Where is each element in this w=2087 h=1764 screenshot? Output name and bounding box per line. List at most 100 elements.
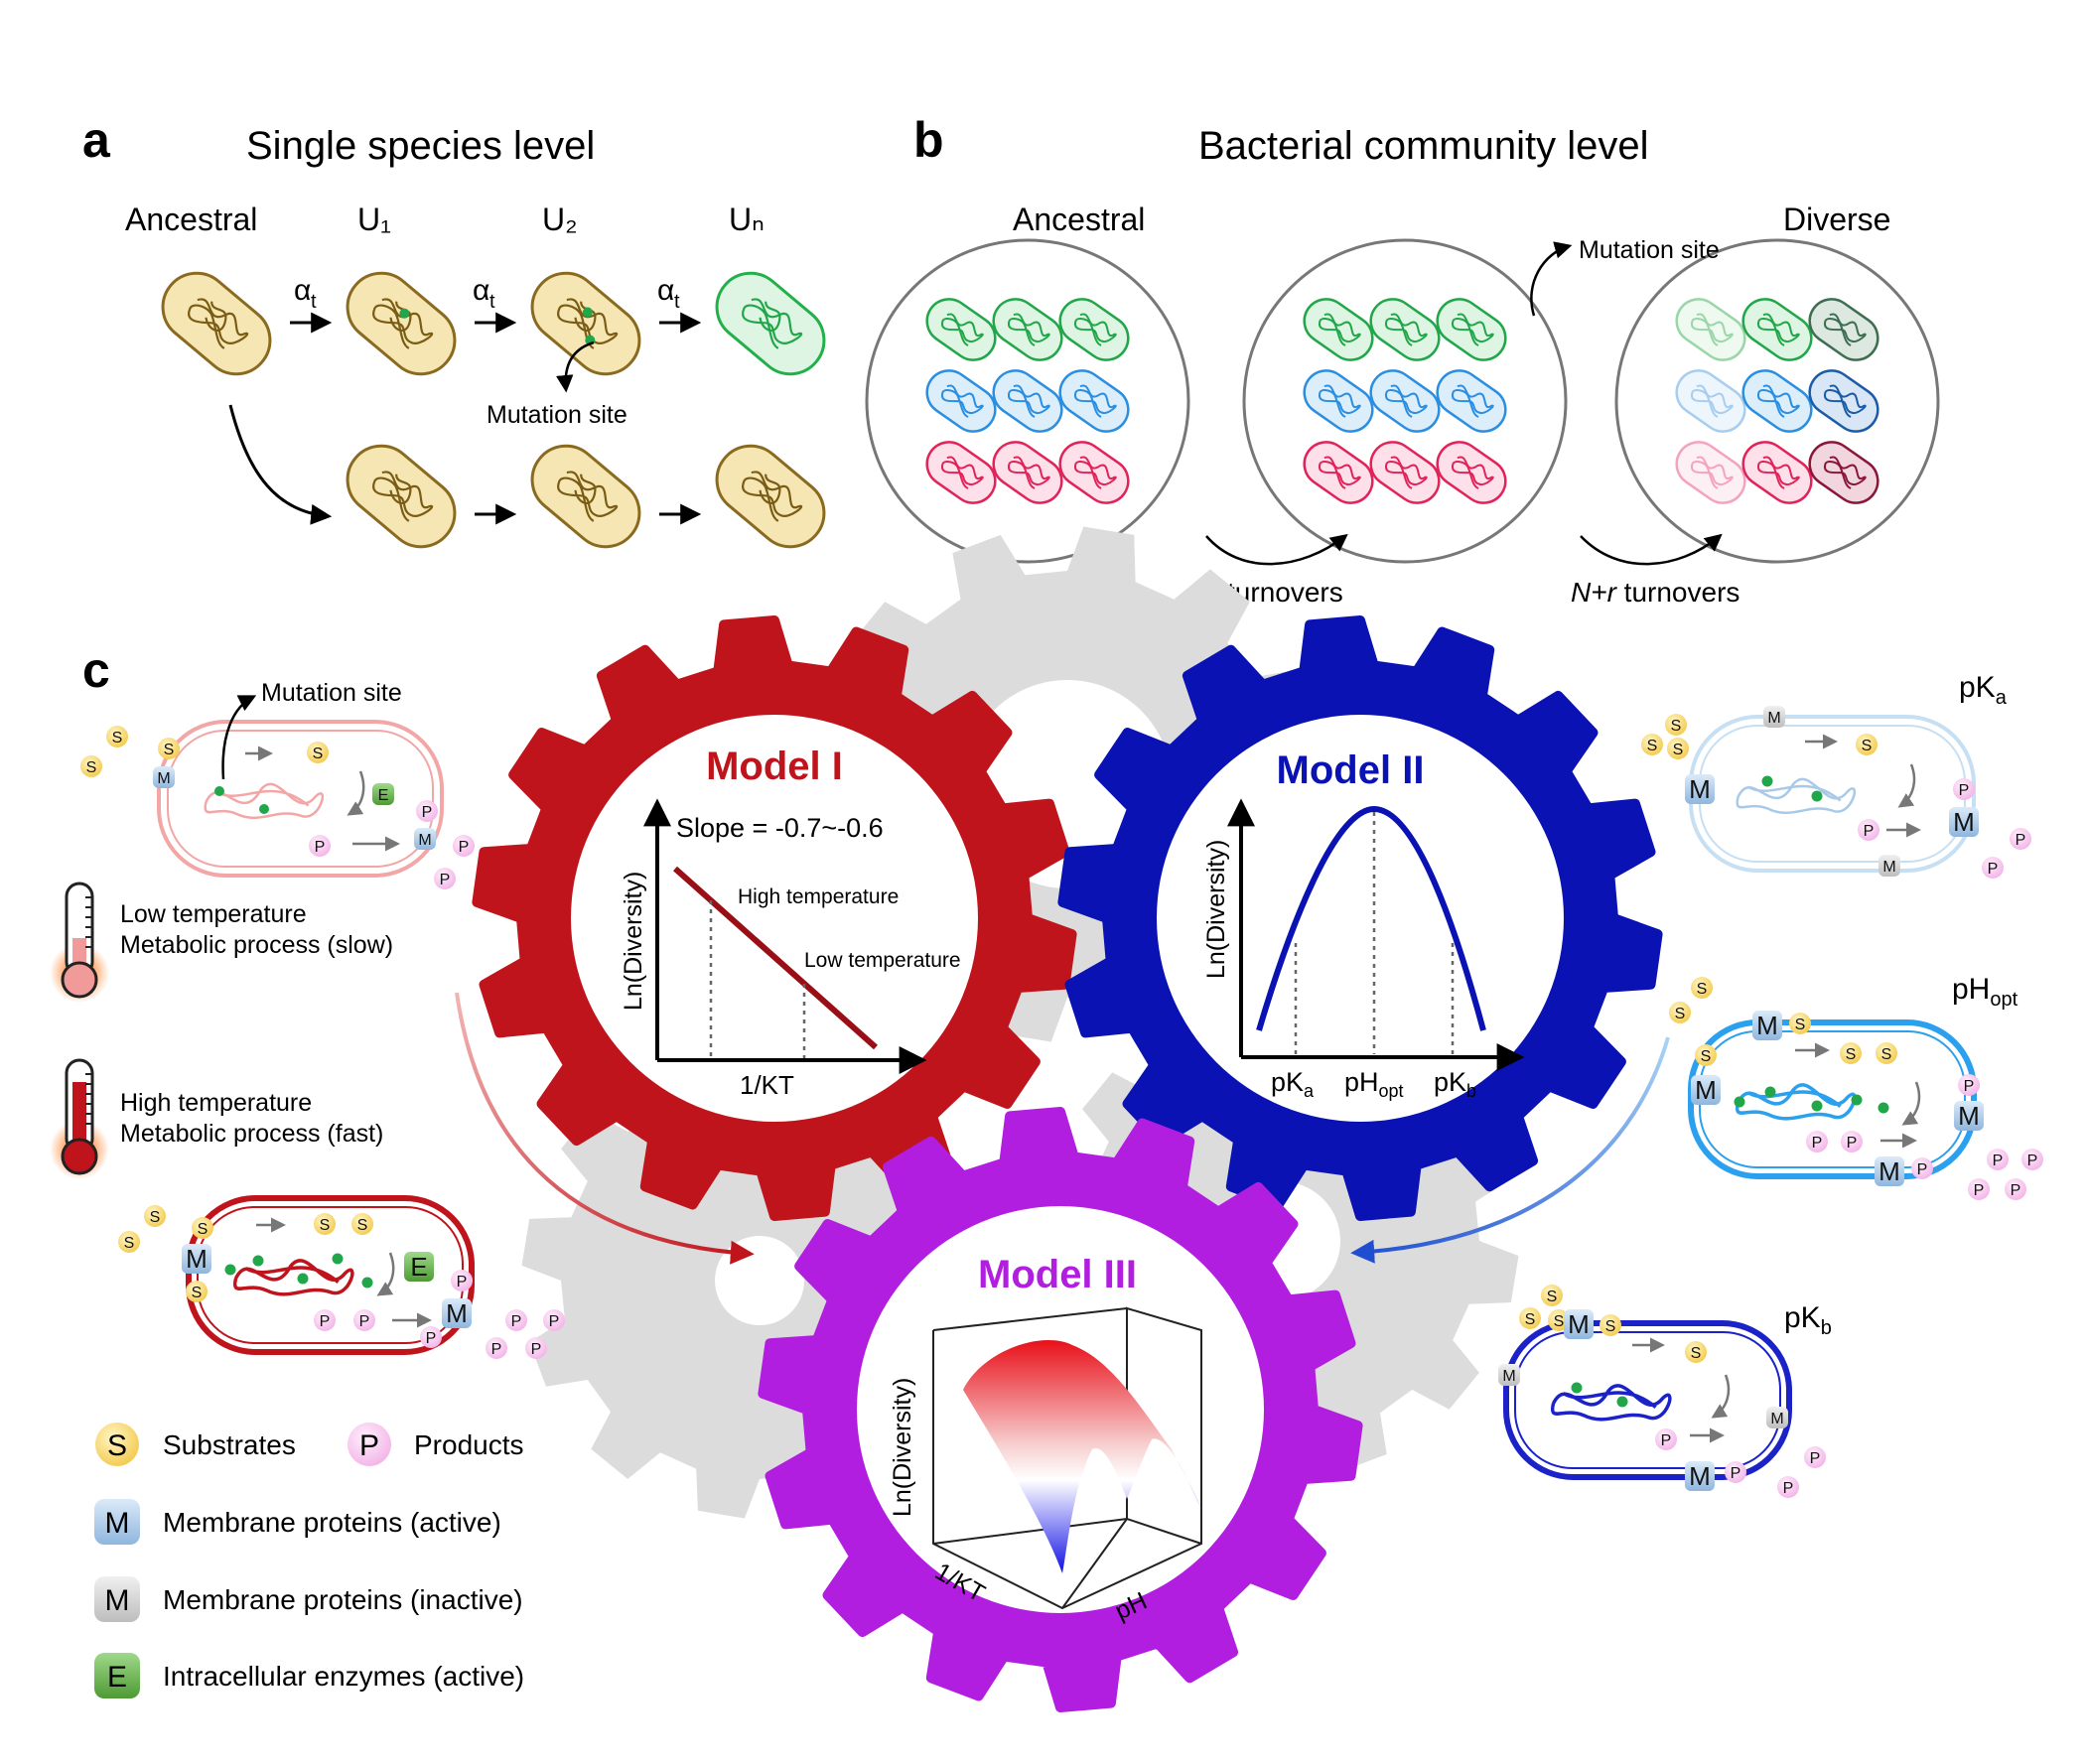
product-chip: P [543,1309,565,1331]
legend-enzymes: E Intracellular enzymes (active) [94,1653,524,1698]
legend-substrates: S Substrates [95,1423,296,1466]
membrane-protein-inactive-chip: M [1763,706,1785,728]
substrate-chip: S [1685,1341,1707,1363]
product-chip: P [2021,1149,2043,1170]
chip-symbol: S [313,746,324,762]
model-1: Model I Slope = -0.7~-0.6 High temperatu… [620,745,961,1100]
product-chip: P [505,1309,527,1331]
rate-arrow-2: α t [473,274,517,334]
substrate-chip: S [1665,714,1687,736]
arrow-model1-to-model3 [455,992,755,1265]
chip-symbol: P [422,804,433,821]
chip-symbol: S [1691,1345,1702,1362]
model-1-gear [472,615,1077,1221]
product-chip: P [1804,1446,1826,1468]
product-chip: P [1777,1476,1799,1498]
model-1-slope: Slope = -0.7~-0.6 [676,813,884,843]
chip-symbol: P [1731,1465,1741,1482]
product-chip: P [1858,819,1879,841]
cell-phopt-main: pH [1952,973,1990,1006]
legend-membrane-active-symbol: M [105,1507,130,1540]
mutation-label-a: Mutation site [487,401,627,429]
chip-symbol: S [357,1217,368,1234]
membrane-protein-chip: M [1685,774,1715,804]
chip-symbol: E [410,1252,427,1282]
substrate-chip: S [1876,1042,1897,1064]
cell-pka-main: pK [1959,671,1996,704]
product-chip: P [1953,778,1975,800]
substrate-chip: S [118,1231,140,1253]
chip-symbol: M [157,770,170,787]
legend-products: P Products [348,1423,524,1466]
community-cell [1675,298,1746,361]
product-chip: P [2010,828,2031,850]
community-cell [1436,369,1507,433]
substrate-chip: S [1541,1285,1563,1306]
low-temp-line1: Low temperature [120,900,307,928]
mutation-arrow-c [221,695,257,780]
substrate-chip: S [314,1213,336,1235]
chip-symbol: S [86,759,97,776]
enzyme-chip: E [404,1252,434,1282]
community-cell [1741,369,1813,433]
model-3-zlabel: Ln(Diversity) [889,1378,916,1517]
model-3: Model III Ln(Diversity) 1/KT pH [889,1253,1202,1625]
label-phopt-cell: pHopt [1952,973,2018,1011]
legend-membrane-inactive-label: Membrane proteins (inactive) [163,1584,523,1615]
turnover-text-2: turnovers [1616,577,1740,608]
cell-pkb-main: pK [1784,1301,1821,1334]
chip-symbol: P [315,839,326,856]
product-chip: P [525,1337,547,1359]
membrane-protein-chip: M [1564,1309,1594,1339]
thermometer-low [50,882,109,1003]
community-cell [1058,298,1130,361]
legend-substrates-label: Substrates [163,1429,296,1460]
product-chip: P [1655,1428,1677,1450]
model-2-curve [1256,805,1486,1031]
legend-membrane-active-label: Membrane proteins (active) [163,1507,501,1538]
membrane-protein-chip: M [1752,1011,1782,1040]
model-3-title: Model III [978,1253,1137,1296]
chip-symbol: M [186,1244,208,1274]
membrane-protein-chip: M [1875,1156,1904,1186]
community-2 [1242,238,1568,564]
membrane-protein-inactive-chip: M [1766,1407,1788,1428]
product-chip: P [420,1326,442,1348]
chip-symbol: S [1881,1046,1892,1063]
community-cell [1741,441,1813,504]
chip-symbol: P [426,1330,437,1347]
label-un: Uₙ [729,202,765,237]
membrane-protein-chip: M [442,1298,472,1328]
panel-a: a Single species level Ancestral U₁ U₂ U… [82,112,826,549]
model-2-tick-pka: pKa [1271,1067,1315,1101]
cell-phopt-sub: opt [1990,989,2017,1011]
community-cell [1741,298,1813,361]
tick-pka-sub: a [1304,1081,1315,1101]
model-2-title: Model II [1277,748,1425,792]
membrane-protein-chip: M [414,828,436,850]
community-cell [1303,298,1374,361]
chip-symbol: M [1770,1411,1783,1427]
cell-bottom-2 [530,444,641,549]
chip-symbol: M [1767,710,1780,727]
model-1-low-label: Low temperature [804,949,961,972]
substrate-chip: S [158,738,180,759]
alpha-2: α [473,274,489,307]
chip-symbol: M [1568,1309,1590,1339]
community-cell [992,298,1063,361]
panel-c: c Model I Slope = -0.7~-0.6 High tempera… [50,526,2043,1712]
legend-membrane-active: M Membrane proteins (active) [94,1499,501,1545]
community-cell [1369,298,1441,361]
membrane-protein-chip: M [1949,807,1979,837]
chip-symbol: S [1554,1313,1565,1330]
model-3-surface [963,1340,1201,1573]
chip-symbol: S [1795,1017,1806,1033]
chip-symbol: S [150,1209,161,1226]
tick-phopt-main: pH [1344,1067,1379,1097]
chip-symbol: S [112,730,123,746]
community-cell [992,369,1063,433]
substrate-chip: S [1669,1002,1691,1023]
